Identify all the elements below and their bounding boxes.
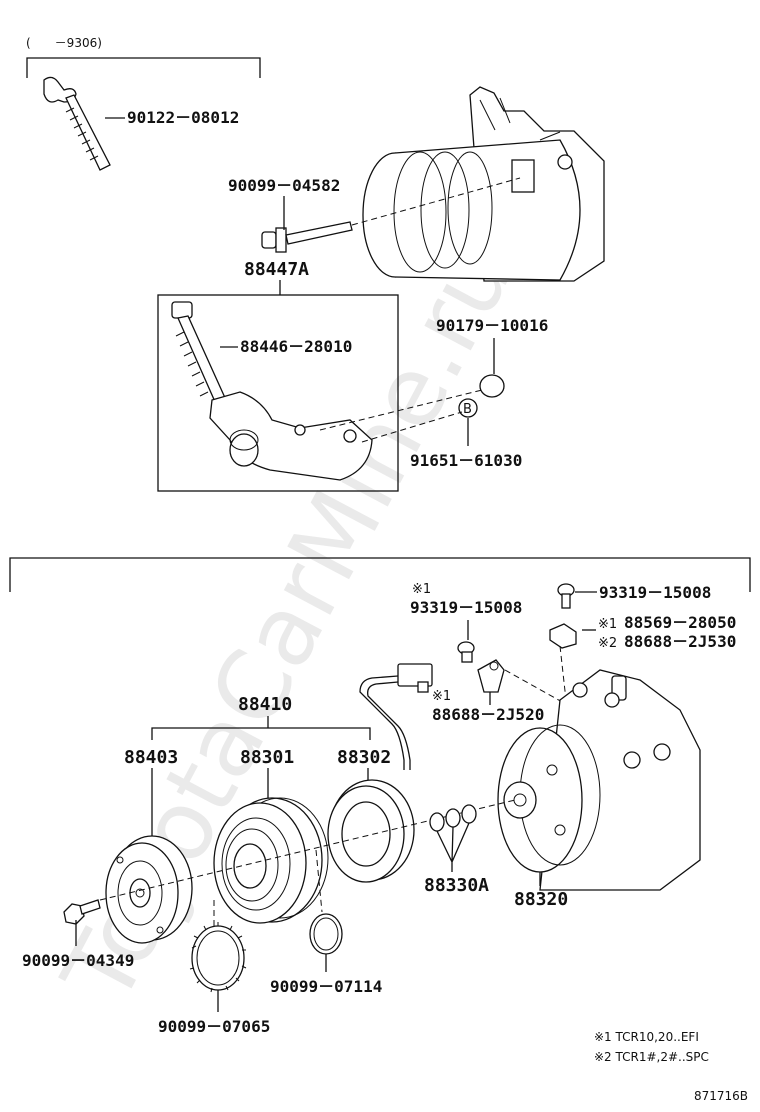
part-88688-2J530: 88688－2J530 xyxy=(624,632,736,651)
part-90179-10016: 90179－10016 xyxy=(436,316,548,335)
part-88410: 88410 xyxy=(238,694,292,715)
clip-88569-drawing xyxy=(549,623,577,649)
part-88446-28010: 88446－28010 xyxy=(240,337,352,356)
shims-88330A-drawing xyxy=(429,804,477,832)
connector-wire-drawing xyxy=(359,663,433,770)
part-90099-07114: 90099－07114 xyxy=(270,977,382,996)
bracket-88688-2J520-drawing xyxy=(477,659,505,693)
circle-b-label: B xyxy=(463,402,472,417)
screw-93319-top-drawing xyxy=(557,583,575,609)
bolt-90099-04349-drawing xyxy=(63,899,101,925)
bracket-88447A-drawing xyxy=(209,391,373,481)
part-90099-07065: 90099－07065 xyxy=(158,1017,270,1036)
screw-93319-mid-drawing xyxy=(457,641,475,663)
dash-line-washer xyxy=(319,389,483,431)
part-88447A: 88447A xyxy=(244,259,309,280)
part-90099-04349: 90099－04349 xyxy=(22,951,134,970)
snap-ring-90099-07114-drawing xyxy=(309,913,343,955)
pressure-plate-88403-drawing xyxy=(105,835,193,944)
part-88320: 88320 xyxy=(514,889,568,910)
note-2: ※2 TCR1#,2#..SPC xyxy=(594,1050,709,1064)
circle-b-marker xyxy=(458,398,478,418)
mark-2-a: ※2 xyxy=(598,636,617,651)
part-91651-61030: 91651－61030 xyxy=(410,451,522,470)
washer-90179-drawing xyxy=(479,374,505,398)
section-bracket-bottom xyxy=(9,557,751,592)
compressor-88320-drawing xyxy=(497,669,701,891)
mark-1-a: ※1 xyxy=(412,582,431,597)
field-coil-88302-drawing xyxy=(327,779,415,883)
dash-line-clip xyxy=(559,645,567,701)
part-90099-04582: 90099－04582 xyxy=(228,176,340,195)
bolt-90099-04582-drawing xyxy=(261,221,353,253)
dash-line-top xyxy=(351,177,521,226)
mark-1-c: ※1 xyxy=(432,689,451,704)
snap-ring-90099-07065-drawing xyxy=(189,922,247,993)
bracket-hole xyxy=(489,661,499,671)
part-93319-15008-top: 93319－15008 xyxy=(599,583,711,602)
part-88688-2J520: 88688－2J520 xyxy=(432,705,544,724)
bracket-88410 xyxy=(151,716,371,740)
wing-bolt-drawing xyxy=(43,76,111,171)
dash-line-snap2 xyxy=(315,849,323,913)
note-1: ※1 TCR10,20..EFI xyxy=(594,1030,699,1044)
part-88301: 88301 xyxy=(240,747,294,768)
figure-id: 871716B xyxy=(694,1089,748,1103)
part-88302: 88302 xyxy=(337,747,391,768)
bracket-box-88447A xyxy=(157,294,399,492)
compressor-top-drawing xyxy=(362,86,605,282)
leader-88330A xyxy=(436,822,470,872)
part-90122-08012: 90122－08012 xyxy=(127,108,239,127)
pulley-88301-drawing xyxy=(213,797,329,924)
date-range-label: ( －9306) xyxy=(26,36,102,50)
part-93319-15008-mid: 93319－15008 xyxy=(410,598,522,617)
dash-line-b xyxy=(361,411,463,443)
part-88569-28050: 88569－28050 xyxy=(624,613,736,632)
date-range-bracket xyxy=(26,57,261,78)
mark-1-b: ※1 xyxy=(598,617,617,632)
part-88403: 88403 xyxy=(124,747,178,768)
part-88330A: 88330A xyxy=(424,875,489,896)
tension-bolt-88446-drawing xyxy=(171,301,227,405)
